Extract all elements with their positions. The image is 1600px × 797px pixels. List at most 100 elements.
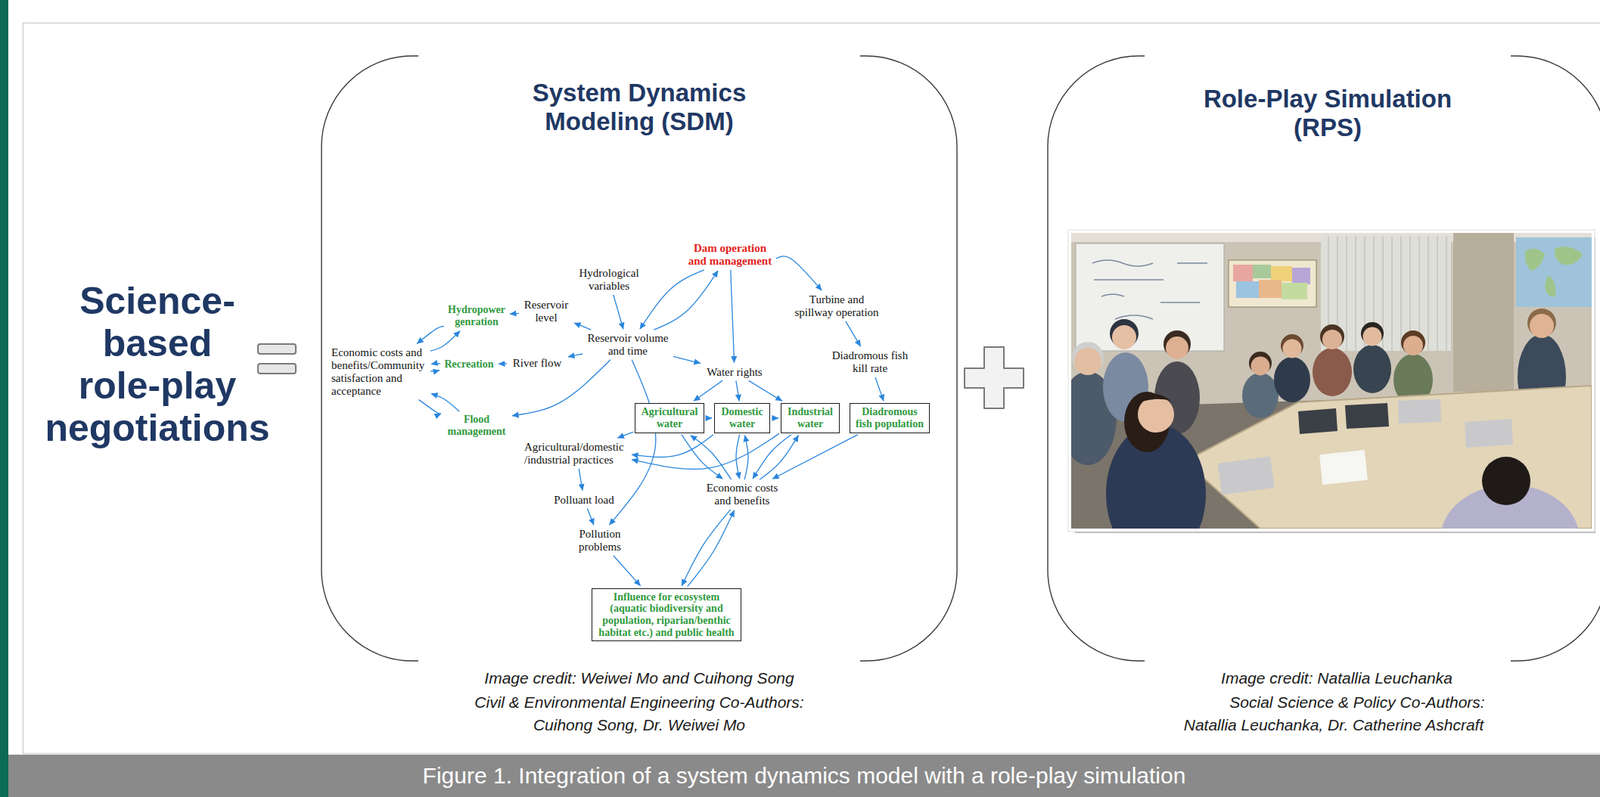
variable-text: Hydropower genration xyxy=(446,304,507,328)
variable-text: Reservoir level xyxy=(521,298,572,325)
photo-person xyxy=(1242,372,1279,419)
photo-person xyxy=(1283,339,1302,359)
photo-person xyxy=(1112,325,1137,350)
label-slot: Natallia Leuchanka, Dr. Catherine Ashcra… xyxy=(1183,715,1484,736)
causal-link xyxy=(430,331,460,352)
photo-wall-panel xyxy=(1453,233,1514,392)
credit-line: Natallia Leuchanka, Dr. Catherine Ashcra… xyxy=(1183,715,1484,736)
causal-link xyxy=(587,508,594,526)
photo-us-map xyxy=(1236,281,1259,299)
variable-text: Dam operation and management xyxy=(686,242,774,268)
photo-person xyxy=(1353,322,1392,394)
photo-person xyxy=(1312,347,1352,397)
variable-text: Hydrological variables xyxy=(573,267,646,293)
panel-title: Role-Play Simulation (RPS) xyxy=(1195,84,1461,143)
variable-label: Recreation xyxy=(441,357,497,372)
stock-box: Diadromous fish population xyxy=(849,403,930,433)
credit-line: Cuihong Song, Dr. Weiwei Mo xyxy=(533,715,746,736)
label-slot: Image credit: Weiwei Mo and Cuihong Song xyxy=(484,668,794,689)
variable-text: Agricultural/domestic /industrial practi… xyxy=(524,441,629,467)
photo-person xyxy=(1251,357,1271,376)
photo-person xyxy=(1353,344,1392,394)
photo-person xyxy=(1136,394,1172,404)
variable-text: Economic costs and benefits xyxy=(703,481,781,508)
causal-link xyxy=(631,434,714,458)
variable-text: Domestic water xyxy=(718,406,766,430)
variable-label: Water rights xyxy=(702,365,767,380)
photo-laptop xyxy=(1398,399,1442,424)
causal-link xyxy=(419,400,442,415)
photo-us-map xyxy=(1281,282,1308,300)
equals-sign xyxy=(257,344,296,374)
photo-person xyxy=(1363,327,1383,347)
variable-label: Economic costs and benefits/Community sa… xyxy=(330,345,429,398)
photo-whiteboard xyxy=(1075,243,1225,352)
photo-world-map xyxy=(1516,237,1592,308)
photo-whiteboard xyxy=(1075,243,1225,352)
frame-border xyxy=(23,23,1600,755)
variable-text: Flood management xyxy=(444,413,510,438)
photo-laptop xyxy=(1298,408,1338,435)
causal-link xyxy=(568,354,583,358)
panel-bracket-line xyxy=(321,55,957,662)
causal-link xyxy=(681,509,731,587)
panel-bracket-line xyxy=(1047,55,1600,662)
photo-us-map xyxy=(1258,279,1282,299)
variable-text: Industrial water xyxy=(785,406,836,430)
causal-link xyxy=(416,326,445,345)
causal-link xyxy=(574,323,591,330)
causal-link xyxy=(431,363,441,365)
photo-world-map xyxy=(1516,237,1592,308)
label-slot: Science-based role-play negotiations xyxy=(36,279,279,450)
panel-title: System Dynamics Modeling (SDM) xyxy=(518,78,761,137)
photo-us-map xyxy=(1228,260,1317,308)
credit-line: Social Science & Policy Co-Authors: xyxy=(1229,692,1485,713)
caption-band xyxy=(8,754,1600,797)
variable-text: Recreation xyxy=(442,358,496,371)
photo-person xyxy=(1312,324,1352,397)
photo-laptop xyxy=(1464,419,1514,448)
causal-link xyxy=(690,435,732,481)
variable-label: Reservoir level xyxy=(520,298,572,326)
variable-text: Water rights xyxy=(703,366,766,380)
photo-whiteboard xyxy=(1092,260,1208,320)
causal-link xyxy=(705,417,712,419)
variable-text: Pollution problems xyxy=(575,528,625,554)
stock-box: Agricultural water xyxy=(634,403,705,433)
photo-laptop xyxy=(1217,456,1275,495)
variable-label: River flow xyxy=(508,356,566,371)
photo-us-map xyxy=(1228,260,1317,308)
label-slot: Cuihong Song, Dr. Weiwei Mo xyxy=(533,715,746,736)
stock-box: Domestic water xyxy=(714,403,771,433)
photo-person xyxy=(1481,456,1531,506)
photo-laptop xyxy=(1298,399,1514,485)
label-slot: Social Science & Policy Co-Authors: xyxy=(1229,692,1485,713)
variable-text: Turbine and spillway operation xyxy=(791,293,883,320)
photo-person xyxy=(1401,330,1426,355)
causal-link xyxy=(673,356,701,364)
photo-laptop xyxy=(1345,403,1389,429)
causal-link xyxy=(509,313,519,315)
variable-label: Hydrological variables xyxy=(572,266,647,294)
variable-text: Influence for ecosystem (aquatic biodive… xyxy=(596,591,737,640)
causal-link xyxy=(613,295,624,330)
variable-text: Reservoir volume and time xyxy=(584,332,672,358)
label-slot: Civil & Environmental Engineering Co-Aut… xyxy=(474,692,804,713)
photo-laptop xyxy=(1319,450,1368,485)
causal-link xyxy=(617,431,634,439)
accent-bar xyxy=(0,0,9,797)
variable-text: Economic costs and benefits/Community sa… xyxy=(331,346,429,398)
causal-link xyxy=(744,435,749,481)
causal-link xyxy=(776,256,822,291)
variable-label: Polluant load xyxy=(551,493,617,508)
variable-text: River flow xyxy=(509,357,566,370)
photo-us-map xyxy=(1292,267,1311,285)
variable-label: Diadromous fish kill rate xyxy=(828,348,912,376)
meeting-photo xyxy=(1059,229,1596,594)
causal-link xyxy=(681,434,723,480)
credit-line: Image credit: Weiwei Mo and Cuihong Song xyxy=(484,668,794,689)
stock-box: Industrial water xyxy=(780,403,840,433)
causal-link xyxy=(759,435,799,481)
variable-label: Pollution problems xyxy=(574,527,626,555)
